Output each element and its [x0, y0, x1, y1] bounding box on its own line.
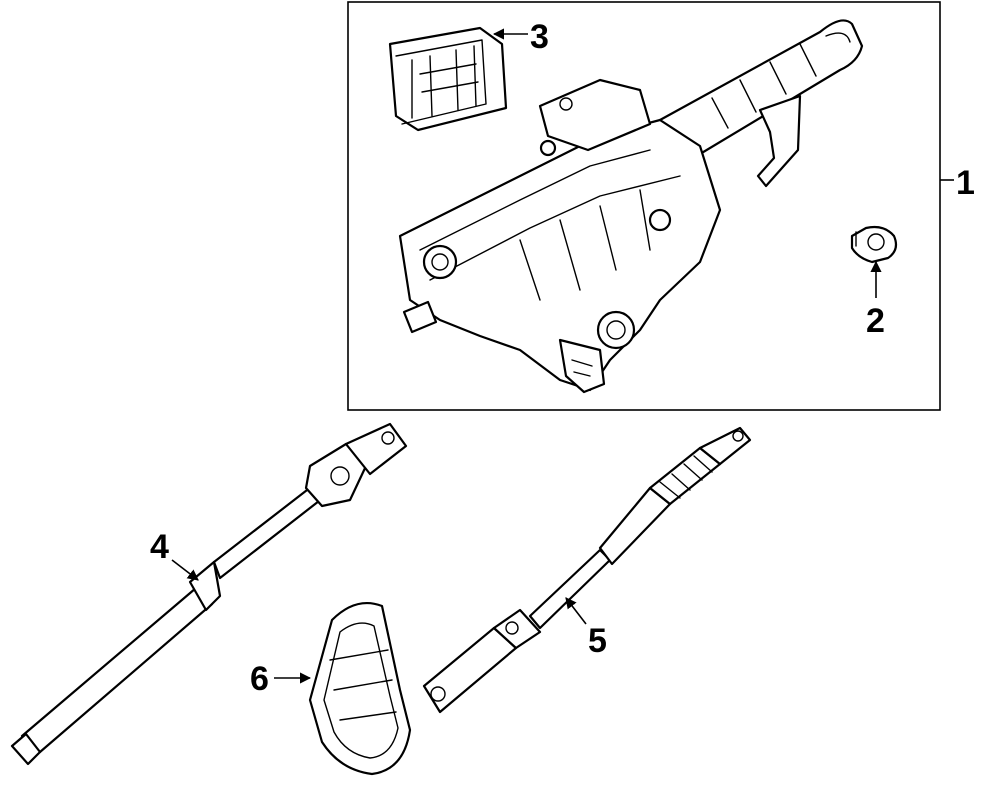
intermediate-shaft-lower[interactable]	[422, 426, 752, 714]
leader-4	[171, 559, 199, 581]
clip-part[interactable]	[850, 225, 898, 264]
callout-5: 5	[588, 622, 607, 660]
callout-4: 4	[150, 528, 169, 566]
intermediate-shaft-upper[interactable]	[10, 422, 408, 766]
module-part[interactable]	[388, 26, 508, 132]
callout-3: 3	[530, 18, 549, 56]
callout-1: 1	[956, 164, 975, 202]
callout-6: 6	[250, 660, 269, 698]
steering-column-assembly[interactable]	[398, 19, 864, 394]
callout-2: 2	[866, 302, 885, 340]
assembly-frame	[347, 1, 941, 411]
boot-seal-part[interactable]	[308, 602, 412, 776]
leader-5	[565, 597, 587, 625]
